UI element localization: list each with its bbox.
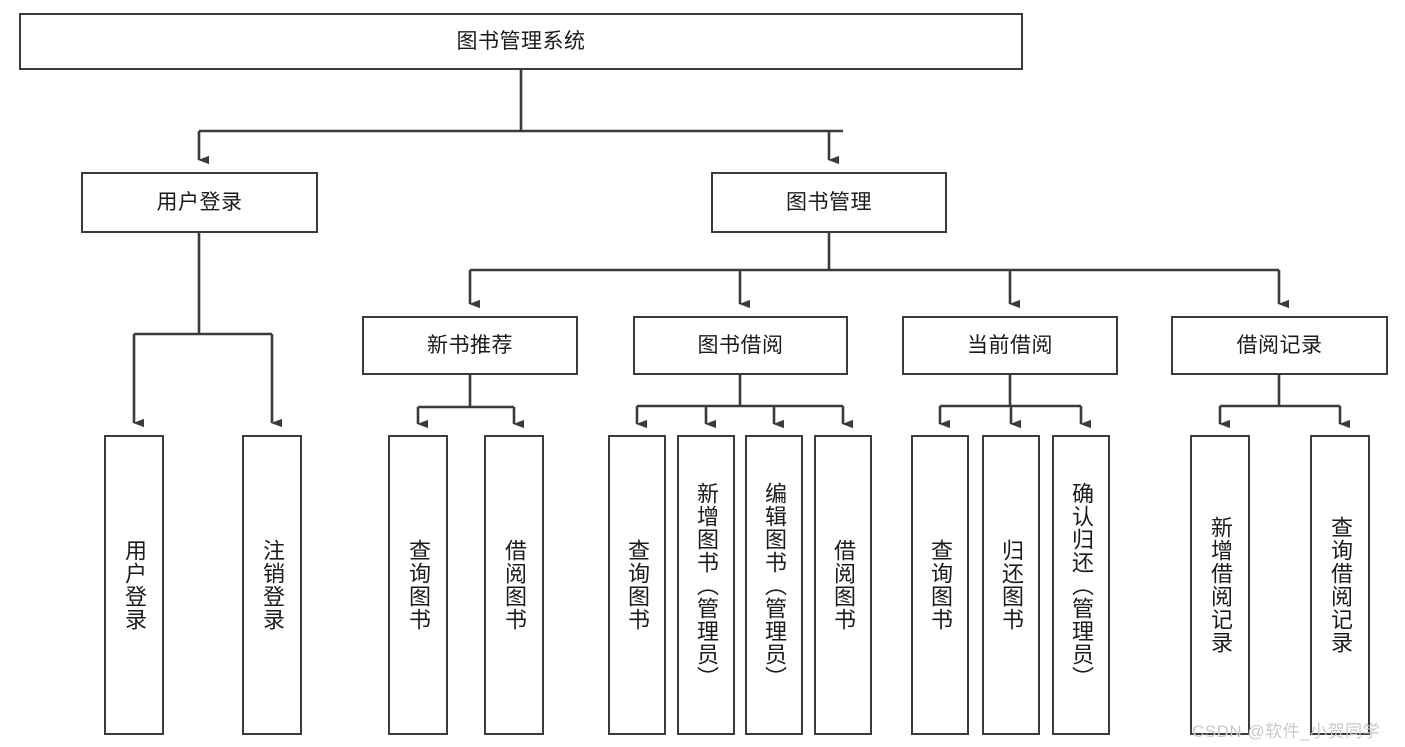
leaf-add-borrow-record[interactable]: 新增借阅记录 [1190,435,1250,735]
node-book-borrow[interactable]: 图书借阅 [633,316,848,375]
node-new-book-recommend[interactable]: 新书推荐 [362,316,578,375]
leaf-lend-book-label: 借阅图书 [830,539,856,631]
leaf-return-book[interactable]: 归还图书 [982,435,1040,735]
leaf-logout-label: 注销登录 [259,539,285,631]
leaf-add-book-admin-label: 新增图书（管理员） [693,481,719,689]
node-book-management[interactable]: 图书管理 [711,172,947,233]
leaf-borrow-book-new[interactable]: 借阅图书 [484,435,544,735]
leaf-query-borrow-record-label: 查询借阅记录 [1327,516,1353,654]
node-book-management-label: 图书管理 [786,191,872,214]
node-borrow-records[interactable]: 借阅记录 [1171,316,1388,375]
leaf-return-book-label: 归还图书 [998,539,1024,631]
leaf-query-book-new-label: 查询图书 [405,539,431,631]
leaf-query-book-current[interactable]: 查询图书 [911,435,969,735]
leaf-user-login[interactable]: 用户登录 [104,435,164,735]
leaf-confirm-return-admin[interactable]: 确认归还（管理员） [1052,435,1110,735]
leaf-edit-book-admin-label: 编辑图书（管理员） [761,481,787,689]
leaf-query-borrow-record[interactable]: 查询借阅记录 [1310,435,1370,735]
node-book-borrow-label: 图书借阅 [697,334,784,357]
leaf-confirm-return-admin-label: 确认归还（管理员） [1068,481,1094,689]
leaf-lend-book[interactable]: 借阅图书 [814,435,872,735]
leaf-query-book-borrow[interactable]: 查询图书 [608,435,666,735]
node-user-login[interactable]: 用户登录 [81,172,318,233]
leaf-edit-book-admin[interactable]: 编辑图书（管理员） [745,435,803,735]
leaf-logout[interactable]: 注销登录 [242,435,302,735]
node-root[interactable]: 图书管理系统 [19,13,1023,70]
leaf-query-book-current-label: 查询图书 [927,539,953,631]
leaf-user-login-label: 用户登录 [121,539,147,631]
node-borrow-records-label: 借阅记录 [1236,334,1323,357]
node-current-borrow[interactable]: 当前借阅 [902,316,1118,375]
node-user-login-label: 用户登录 [156,191,243,214]
leaf-add-borrow-record-label: 新增借阅记录 [1207,516,1233,654]
csdn-watermark: CSDN @软件_小贺同学 [1192,722,1381,741]
leaf-query-book-new[interactable]: 查询图书 [388,435,448,735]
node-new-book-recommend-label: 新书推荐 [427,334,513,357]
leaf-borrow-book-new-label: 借阅图书 [501,539,527,631]
node-current-borrow-label: 当前借阅 [967,334,1053,357]
leaf-query-book-borrow-label: 查询图书 [624,539,650,631]
node-root-label: 图书管理系统 [456,30,586,53]
leaf-add-book-admin[interactable]: 新增图书（管理员） [677,435,735,735]
